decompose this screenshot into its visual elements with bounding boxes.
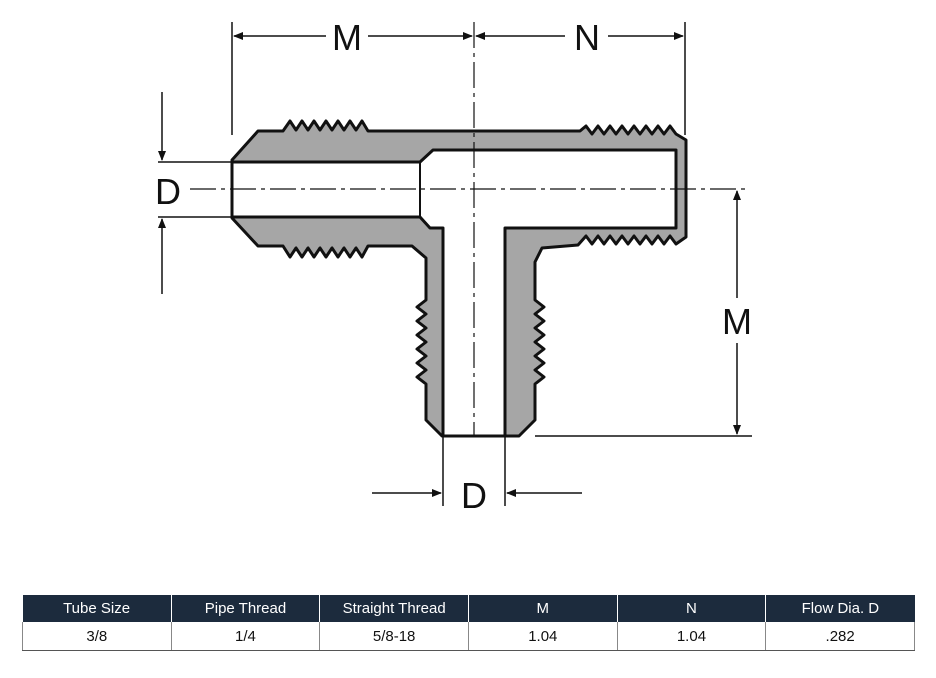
- flow-bore: [230, 148, 678, 438]
- tee-fitting-diagram: M N D M D: [155, 17, 752, 516]
- cell-pipe-thread: 1/4: [170, 622, 320, 651]
- table-row: 3/8 1/4 5/8-18 1.04 1.04 .282: [22, 622, 915, 651]
- header-n: N: [616, 595, 766, 622]
- header-tube-size: Tube Size: [22, 595, 172, 622]
- m-top-label: M: [332, 17, 362, 58]
- header-straight-thread: Straight Thread: [319, 595, 469, 622]
- table-header-row: Tube Size Pipe Thread Straight Thread M …: [22, 595, 915, 622]
- spec-table: Tube Size Pipe Thread Straight Thread M …: [22, 595, 915, 651]
- cell-n: 1.04: [616, 622, 766, 651]
- header-flow-dia: Flow Dia. D: [765, 595, 915, 622]
- cell-straight-thread: 5/8-18: [319, 622, 469, 651]
- d-left-label: D: [155, 171, 181, 212]
- header-pipe-thread: Pipe Thread: [170, 595, 320, 622]
- d-bottom-label: D: [461, 475, 487, 516]
- cell-tube-size: 3/8: [22, 622, 172, 651]
- n-top-label: N: [574, 17, 600, 58]
- header-m: M: [467, 595, 618, 622]
- cell-m: 1.04: [467, 622, 618, 651]
- m-right-label: M: [722, 301, 752, 342]
- cell-flow-dia: .282: [765, 622, 915, 651]
